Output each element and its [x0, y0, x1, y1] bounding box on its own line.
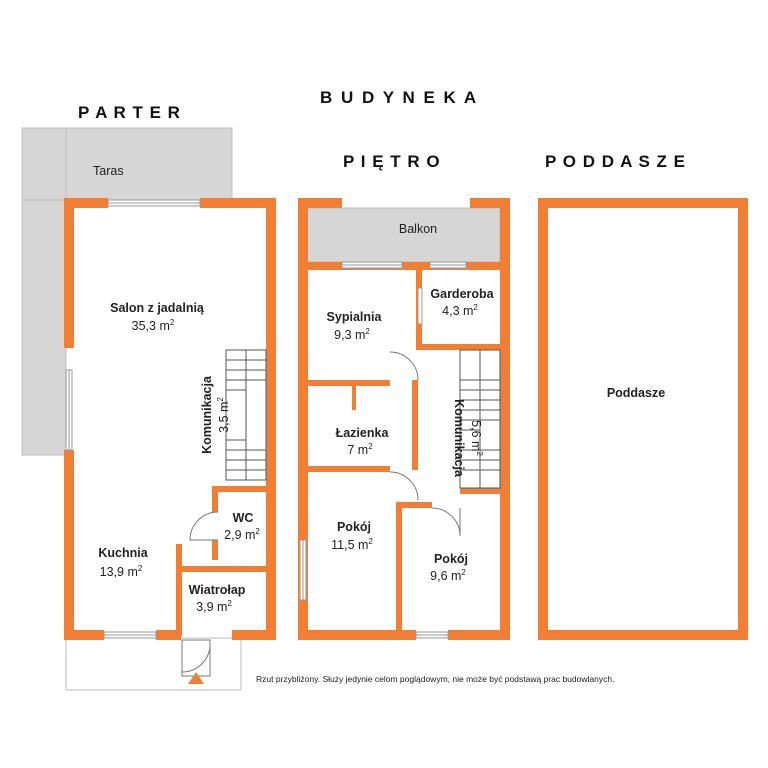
- poddasze-walls: [538, 198, 748, 640]
- parter-stairs: [225, 349, 267, 481]
- room-area-garderoba: 4,3 m2: [442, 303, 478, 318]
- disclaimer-note: Rzut przybliżony. Służy jedynie celom po…: [256, 674, 615, 684]
- room-label-salon: Salon z jadalnią: [110, 301, 205, 315]
- room-area-pokoj-2: 9,6 m2: [430, 568, 466, 583]
- pietro-doors: [389, 351, 461, 537]
- room-label-komunikacja-parter: Komunikacja: [200, 375, 214, 454]
- building-title: B U D Y N E K A: [320, 88, 479, 107]
- room-label-wiatrolap: Wiatrołap: [189, 583, 246, 597]
- room-label-balkon: Balkon: [399, 222, 437, 236]
- room-label-poddasze: Poddasze: [607, 386, 665, 400]
- room-area-sypialnia: 9,3 m2: [334, 327, 370, 342]
- entrance-marker: [188, 672, 204, 684]
- entrance-porch: [65, 637, 242, 691]
- floor-title-poddasze: P O D D A S Z E: [545, 152, 686, 171]
- terrace-side-area: [21, 199, 67, 456]
- room-label-lazienka: Łazienka: [336, 426, 390, 440]
- parter-windows: [65, 199, 201, 639]
- parter-walls: [64, 198, 276, 640]
- room-area-komunikacja-parter: 3,5 m2: [216, 397, 231, 433]
- room-area-lazienka: 7 m2: [347, 442, 373, 457]
- room-label-kuchnia: Kuchnia: [98, 546, 148, 560]
- room-label-wc: WC: [233, 511, 254, 525]
- room-label-taras: Taras: [93, 164, 124, 178]
- room-label-pokoj-1: Pokój: [337, 520, 371, 534]
- floor-title-pietro: P I Ę T R O: [343, 152, 441, 171]
- room-area-wiatrolap: 3,9 m2: [196, 599, 232, 614]
- floor-title-parter: P A R T E R: [78, 103, 181, 122]
- room-label-pokoj-2: Pokój: [434, 552, 468, 566]
- room-area-komunikacja-pietro: 5,6 m2: [469, 420, 484, 456]
- room-area-kuchnia: 13,9 m2: [100, 564, 143, 579]
- room-label-garderoba: Garderoba: [430, 287, 494, 301]
- pietro-stairs: [459, 349, 501, 489]
- terrace-area: [21, 127, 233, 201]
- pietro-windows: [299, 261, 467, 639]
- room-area-wc: 2,9 m2: [224, 527, 260, 542]
- room-area-salon: 35,3 m2: [132, 318, 175, 333]
- room-label-sypialnia: Sypialnia: [327, 310, 383, 324]
- room-area-pokoj-1: 11,5 m2: [331, 537, 373, 552]
- room-label-komunikacja-pietro: Komunikacja: [452, 399, 466, 478]
